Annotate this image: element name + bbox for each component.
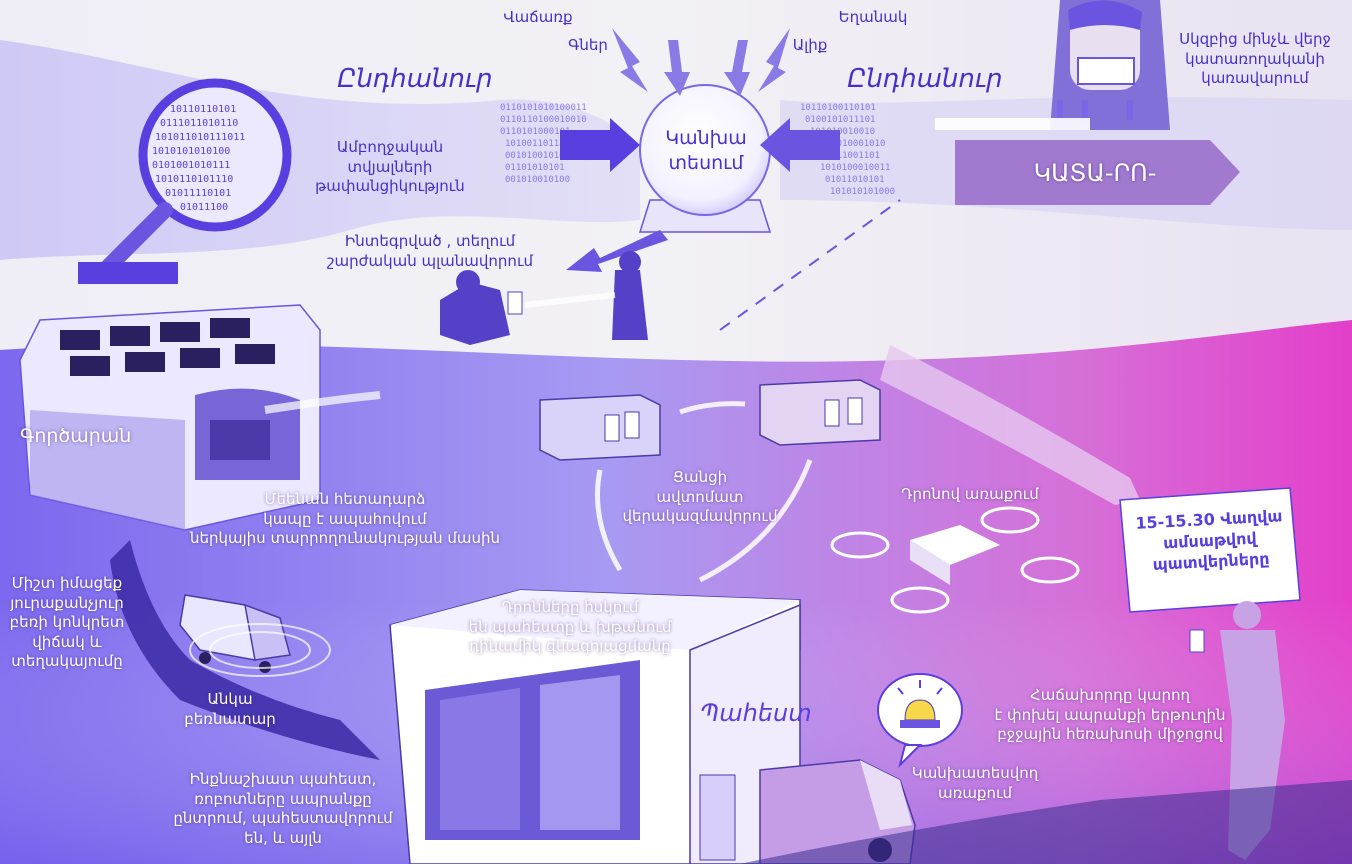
label-integrated-planning: Ինտեգրված , տեղում շարժական պլանավորում xyxy=(327,232,533,270)
svg-text:1010101010100: 1010101010100 xyxy=(152,146,230,157)
svg-text:1101010001010: 1101010001010 xyxy=(815,139,885,149)
svg-text:101010101000: 101010101000 xyxy=(830,187,895,197)
label-sales: Վաճառք xyxy=(503,8,573,26)
label-forecast: Կանխա տեսում xyxy=(665,127,747,174)
svg-text:10110100110101: 10110100110101 xyxy=(800,103,876,113)
siren-icon xyxy=(877,673,963,769)
operator-figure xyxy=(1050,0,1170,130)
svg-text:1010011011: 1010011011 xyxy=(505,139,559,149)
label-full-data: Ամբողջական տվյալների թափանցիկություն xyxy=(315,138,465,195)
svg-text:0110101010100011: 0110101010100011 xyxy=(500,103,587,113)
factory-building xyxy=(19,304,321,531)
label-warehouse: Պահեստ xyxy=(700,699,812,727)
label-drone-delivery: Դրոնով առաքում xyxy=(901,485,1039,503)
label-smart-truck: Անկա բեռնատար xyxy=(184,690,276,728)
label-machine-feedback: Մեենան հետադարձ կապը է ապահովում ներկայի… xyxy=(189,490,501,547)
label-weather: Եղանակ xyxy=(838,8,908,26)
svg-text:101011010111011: 101011010111011 xyxy=(155,132,245,143)
svg-text:001010010100: 001010010100 xyxy=(505,175,570,185)
svg-text:01011110101: 01011110101 xyxy=(165,188,231,199)
svg-text:00101001010: 00101001010 xyxy=(505,151,565,161)
label-customer-change: Հաճախորդը կարող է փոխել ապրանքի երթուղին… xyxy=(994,686,1226,743)
svg-text:01101010101: 01101010101 xyxy=(505,163,565,173)
label-general-left: Ընդհանուր xyxy=(337,64,493,94)
label-autonomous-warehouse: Ինքնաշխատ պահեստ, ռոբոտները ապրանքը ընտր… xyxy=(173,770,393,847)
label-always-know: Միշտ իմացեք յուրաքանչյուր բեռի կոնկրետ վ… xyxy=(9,574,125,670)
drone xyxy=(830,506,1080,614)
katsa-sign-label: ԿԱՏԱ-ՐՈ- xyxy=(1033,159,1157,187)
label-predicted-delivery: Կանխատեսվող առաքում xyxy=(911,764,1039,802)
svg-text:0101001010111: 0101001010111 xyxy=(152,160,230,171)
svg-text:1010110101110: 1010110101110 xyxy=(155,174,233,185)
label-general-right: Ընդհանուր xyxy=(847,64,1003,94)
svg-text:1010100010011: 1010100010011 xyxy=(820,163,890,173)
svg-text:01011100: 01011100 xyxy=(180,202,228,213)
svg-text:01011010101: 01011010101 xyxy=(825,175,885,185)
label-drones-control: Դրոնները հսկում են պահեստը և խթանում դին… xyxy=(468,598,672,655)
label-wave: Ալիք xyxy=(792,36,828,54)
label-prices: Գներ xyxy=(568,36,608,54)
svg-text:101010010010: 101010010010 xyxy=(810,127,875,137)
svg-text:010011001101: 010011001101 xyxy=(815,151,880,161)
magnifier-icon: 10110110101 0111011010110 10101101011101… xyxy=(78,78,292,284)
svg-text:0100101011101: 0100101011101 xyxy=(805,115,875,125)
label-end-to-end: Սկզբից մինչև վերջ կատառողականի կառավարու… xyxy=(1179,30,1331,87)
svg-text:0111011010110: 0111011010110 xyxy=(160,118,238,129)
label-network-reconfig: Ցանցի ավտոմատ վերակազմավորում xyxy=(622,468,778,525)
order-card-text: 15-15.30 Վաղվա ամսաթվով պատվերները xyxy=(1134,506,1283,574)
label-factory: Գործարան xyxy=(20,425,132,447)
svg-text:0110110100010010: 0110110100010010 xyxy=(500,115,587,125)
svg-text:10110110101: 10110110101 xyxy=(170,104,236,115)
svg-text:0110101000101: 0110101000101 xyxy=(500,127,570,137)
